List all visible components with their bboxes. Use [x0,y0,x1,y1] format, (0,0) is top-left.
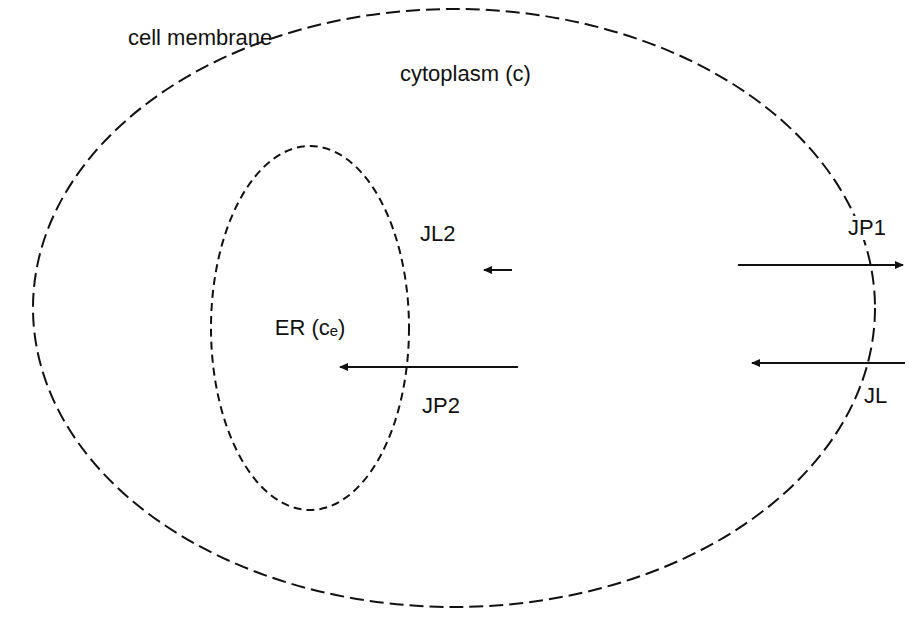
flux-label: JP2 [420,394,462,418]
leak-arrow [752,362,905,364]
compartment-label: cytoplasm (c) [400,62,531,86]
cell-ellipse: cell membrane cytoplasm (c) ER (cₑ) [32,8,876,608]
pump-arrow [738,264,903,266]
er-ellipse: ER (cₑ) [210,145,410,511]
flux-label: JP1 [846,216,888,240]
leak-arrow [484,269,512,271]
membrane-label: cell membrane [128,26,272,50]
pump-arrow [340,366,518,368]
flux-label: JL2 [418,222,457,246]
membrane-outline [33,9,875,607]
flux-label: JL [862,384,889,408]
membrane-outline [211,146,409,510]
compartment-label: ER (cₑ) [275,316,346,340]
dashed-outline [32,8,876,608]
